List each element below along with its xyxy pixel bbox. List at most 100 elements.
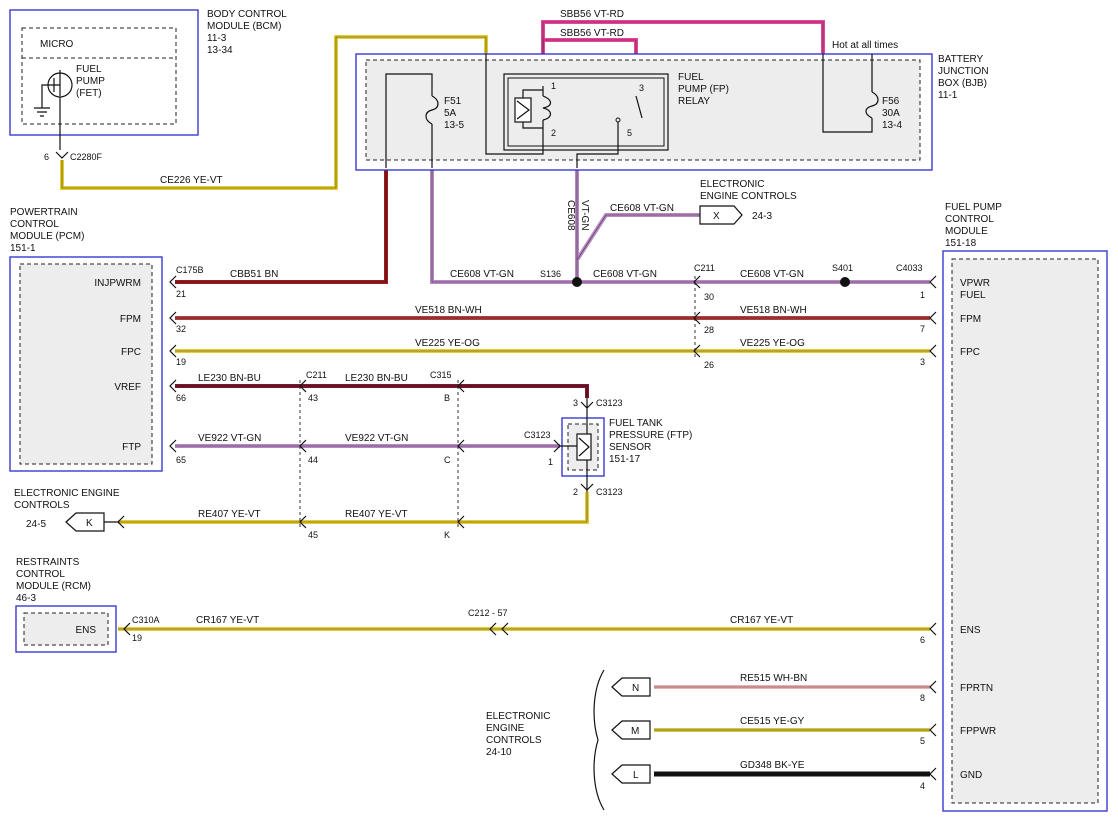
wire-ce515-label: CE515 YE-GY (740, 716, 805, 727)
relay-pin-1: 1 (551, 81, 556, 91)
fpm-pin-ens: ENS (960, 625, 981, 636)
relay-name-2: PUMP (FP) (678, 84, 729, 95)
fpm-pin-num-8: 8 (920, 693, 925, 703)
relay-pin-3: 3 (639, 83, 644, 93)
s136-label: S136 (540, 269, 561, 279)
fpm-ref: 151-18 (945, 238, 977, 249)
wire-ce608-vertical-label-1: CE608 (565, 200, 576, 231)
relay-switch-icon (576, 95, 643, 168)
c4033-label: C4033 (896, 263, 923, 273)
pin-21: 21 (176, 289, 186, 299)
pcm-pin-ftp: FTP (122, 442, 141, 453)
wire-sbb56-label-inner: SBB56 VT-RD (560, 28, 624, 39)
fpm-pin-fpc: FPC (960, 347, 980, 358)
wire-sbb56-label-outer: SBB56 VT-RD (560, 9, 624, 20)
fpm-pin-num-1: 1 (920, 290, 925, 300)
c2280f-pin: 6 (44, 152, 49, 162)
pin-k: K (444, 530, 450, 540)
eec-x-title-1: ELECTRONIC (700, 179, 764, 190)
bjb-ref: 11-1 (938, 90, 958, 101)
fpm-pin-num-5: 5 (920, 736, 925, 746)
wire-cr167-label-1: CR167 YE-VT (196, 615, 259, 626)
fpm-name-1: FUEL PUMP (945, 202, 1002, 213)
wire-ve518-label-1: VE518 BN-WH (415, 305, 482, 316)
pcm-pin-injpwrm: INJPWRM (94, 278, 141, 289)
wire-ce608-branch-label: CE608 VT-GN (610, 203, 674, 214)
fpm-pin-fpm: FPM (960, 314, 981, 325)
c212-label: C212 - 57 (468, 608, 508, 618)
hot-at-all-times-label: Hot at all times (832, 40, 898, 51)
f56-amp: 30A (882, 108, 900, 119)
wire-ce608-branch (575, 213, 700, 262)
fpm-name-2: CONTROL (945, 214, 994, 225)
f51-amp: 5A (444, 108, 457, 119)
f51-ref: 13-5 (444, 120, 464, 131)
fpm-pin-fppwr: FPPWR (960, 726, 996, 737)
c310a-icon (123, 622, 131, 636)
relay-pin-2: 2 (551, 128, 556, 138)
bcm-name-2: MODULE (BCM) (207, 21, 281, 32)
fpm-pin-vpwr: VPWR (960, 278, 990, 289)
wire-ve922-label-2: VE922 VT-GN (345, 433, 408, 444)
c4033-connector-icons (929, 275, 937, 781)
eec-n-tag (611, 677, 651, 697)
ftp-ref: 151-17 (609, 454, 641, 465)
eec-x-letter: X (713, 211, 720, 222)
eec-l-letter: L (633, 770, 639, 781)
wire-ce608-label-2: CE608 VT-GN (593, 269, 657, 280)
fpm-pin-fprtn: FPRTN (960, 683, 993, 694)
relay-pin-5: 5 (627, 128, 632, 138)
bjb-name-2: JUNCTION (938, 66, 989, 77)
fpm-pin-num-3: 3 (920, 357, 925, 367)
fet-label-3: (FET) (76, 88, 102, 99)
c175b-label: C175B (176, 265, 204, 275)
c3123-label-bottom: C3123 (596, 487, 623, 497)
wire-gd348-label: GD348 BK-YE (740, 760, 805, 771)
pcm-pin-fpm: FPM (120, 314, 141, 325)
fet-label-1: FUEL (76, 64, 102, 75)
pcm-pin-vref: VREF (114, 382, 141, 393)
wire-cbb51-label: CBB51 BN (230, 269, 278, 280)
pin-26: 26 (704, 360, 714, 370)
f56-circuit (822, 54, 873, 133)
fuse-f56-icon (865, 91, 879, 119)
bjb-inner (365, 59, 921, 161)
wire-le230 (175, 384, 589, 398)
fet-label-2: PUMP (76, 76, 105, 87)
pcm-ref: 151-1 (10, 243, 36, 254)
eec-b-ref: 24-10 (486, 747, 512, 758)
c3123-label-mid: C3123 (524, 430, 551, 440)
ftp-sensor-icon (576, 433, 592, 461)
eec-l-tag (611, 764, 651, 784)
fpm-pin-gnd: GND (960, 770, 982, 781)
s401-label: S401 (832, 263, 853, 273)
bjb-name-3: BOX (BJB) (938, 78, 987, 89)
bcm-micro-label: MICRO (40, 39, 74, 50)
eec-k-letter: K (86, 518, 93, 529)
pin-b: B (444, 393, 450, 403)
wire-ce608 (430, 168, 930, 284)
bjb-name-1: BATTERY (938, 54, 984, 65)
wire-re515-label: RE515 WH-BN (740, 673, 807, 684)
ftp-pin-1: 1 (548, 457, 553, 467)
pin-44: 44 (308, 455, 318, 465)
ground-icon (34, 70, 61, 150)
c211-right-label: C211 (694, 263, 715, 273)
fpm-pin-fuel: FUEL (960, 290, 986, 301)
c2280f-label: C2280F (70, 152, 103, 162)
pin-32: 32 (176, 324, 186, 334)
wire-le230-label-2: LE230 BN-BU (345, 373, 408, 384)
pin-c: C (444, 455, 451, 465)
ftp-pin-3: 3 (573, 398, 578, 408)
pin-43: 43 (308, 393, 318, 403)
wire-re407-label-1: RE407 YE-VT (198, 509, 261, 520)
f56-id: F56 (882, 96, 900, 107)
wire-cr167-label-2: CR167 YE-VT (730, 615, 793, 626)
eec-k-title-2: CONTROLS (14, 500, 70, 511)
fpm-pin-num-7: 7 (920, 324, 925, 334)
wire-ve518-label-2: VE518 BN-WH (740, 305, 807, 316)
eec-x-title-2: ENGINE CONTROLS (700, 191, 797, 202)
pcm-inner (19, 263, 153, 465)
c211-right-icons (693, 275, 701, 358)
pcm-name-2: CONTROL (10, 219, 59, 230)
